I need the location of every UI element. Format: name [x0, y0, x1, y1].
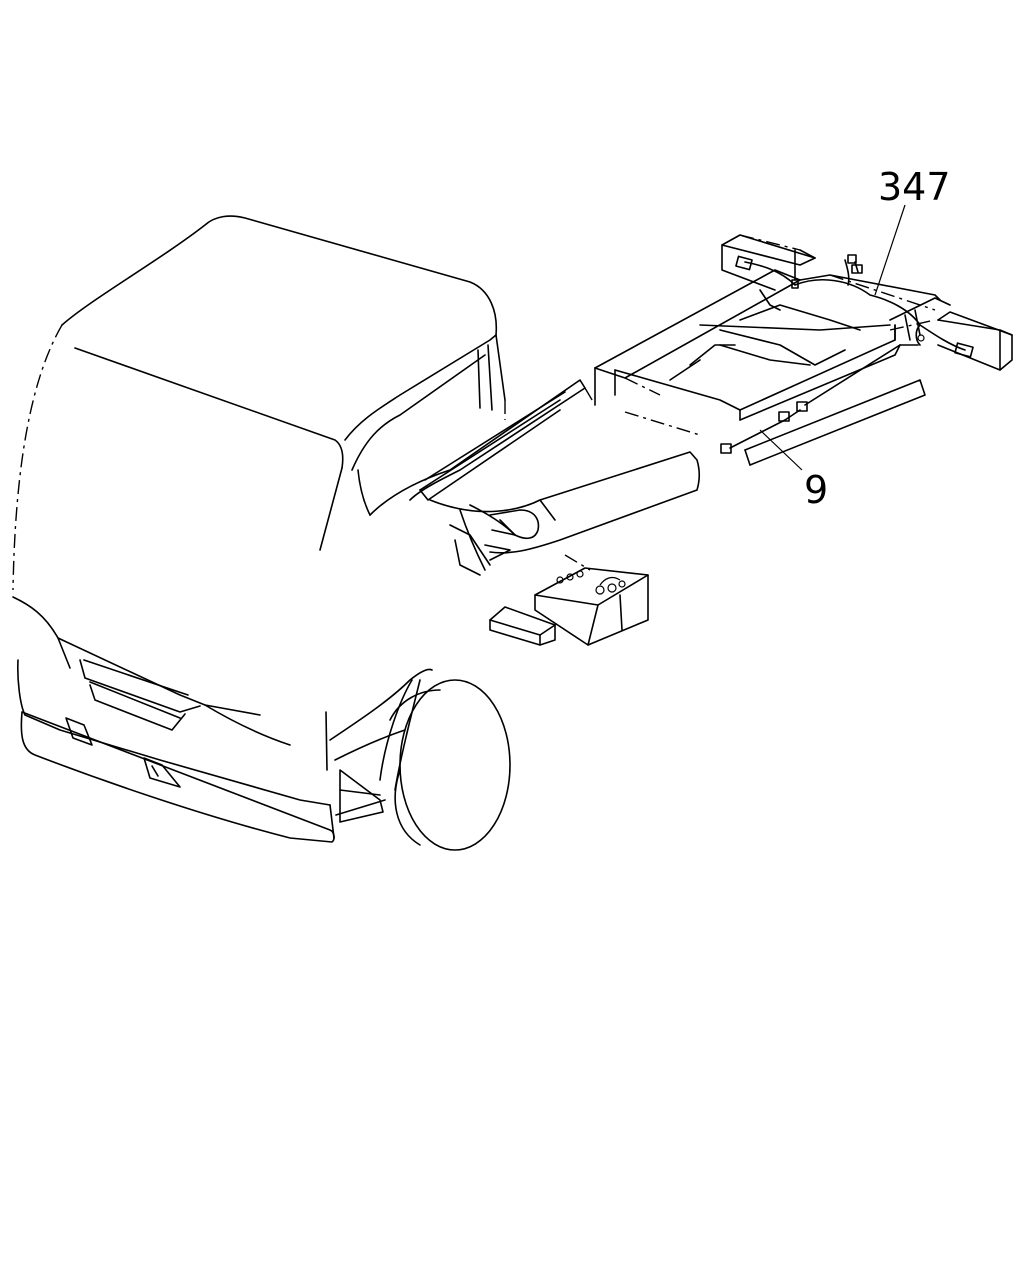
battery: [534, 567, 649, 646]
front-wheel: [389, 679, 511, 851]
truck-cab: [12, 215, 506, 843]
callout-347-leader: [874, 204, 906, 296]
front-chassis-frame: [369, 379, 701, 576]
callout-9-leader: [759, 429, 803, 471]
rear-chassis-frame: [594, 234, 1013, 466]
side-light-unit: [489, 606, 556, 646]
wiring-harness: [720, 254, 974, 454]
callout-9-label: 9: [804, 468, 828, 512]
callout-9: 9: [759, 429, 828, 512]
callout-347: 347: [874, 165, 951, 296]
callout-347-label: 347: [878, 165, 951, 209]
